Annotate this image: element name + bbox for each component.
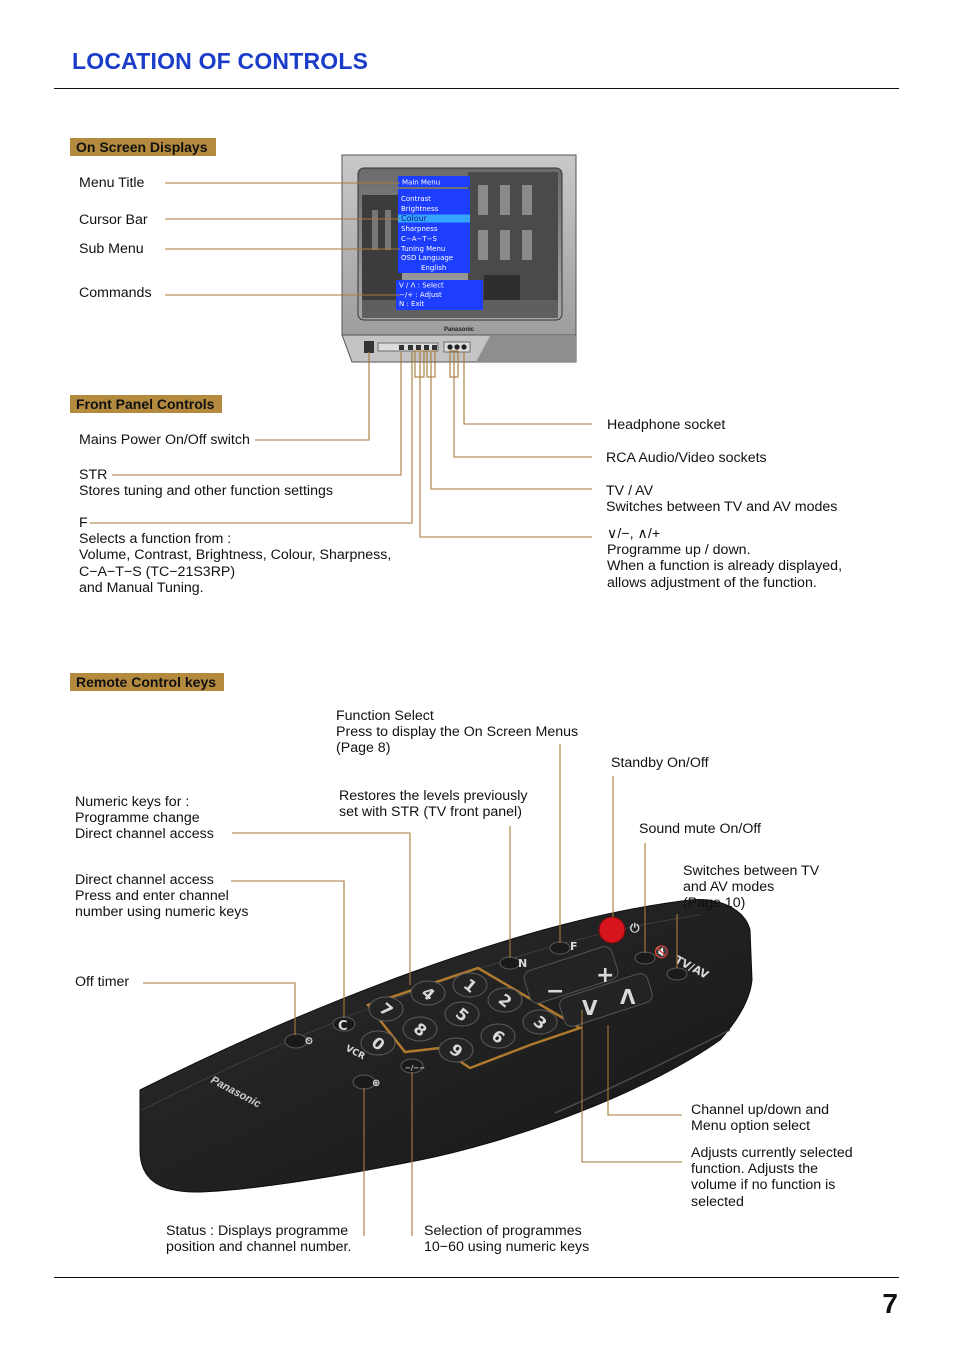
osd-command: −/+ : Adjust <box>399 291 442 299</box>
label-status: Status : Displays programme position and… <box>166 1223 352 1256</box>
rca-socket-icon <box>447 344 453 350</box>
label-standby: Standby On/Off <box>611 755 709 771</box>
front-leaders <box>90 350 592 538</box>
digit-key-6[interactable] <box>480 1023 516 1049</box>
label-rca: RCA Audio/Video sockets <box>606 450 767 466</box>
remote-leaders <box>143 744 682 1236</box>
function-key[interactable] <box>549 941 571 955</box>
osd-command: V / Λ : Select <box>399 282 444 290</box>
section-remote: Remote Control keys <box>70 673 225 691</box>
tv-brand: Panasonic <box>444 327 475 333</box>
osd-item: C−A−T−S <box>401 235 438 243</box>
standby-icon: ⏻ <box>630 921 640 935</box>
osd-title-bar <box>398 176 470 187</box>
footer-rule <box>54 1277 899 1278</box>
digit-key-7[interactable] <box>368 996 404 1022</box>
mute-icon: 🔇 <box>654 945 669 959</box>
status-icon: ⊕ <box>372 1078 380 1089</box>
osd-leaders <box>165 182 400 296</box>
osd-cursor-bar <box>398 214 470 223</box>
plus-key-label: + <box>596 963 614 988</box>
label-headphone: Headphone socket <box>607 417 726 433</box>
mute-key[interactable] <box>634 951 656 965</box>
osd-command: N : Exit <box>399 300 425 308</box>
tv-illustration: Main Menu Contrast Brightness Colour Sha… <box>341 154 577 363</box>
label-numeric: Numeric keys for : Programme change Dire… <box>75 794 214 843</box>
dash-key-label: −/−− <box>405 1064 425 1072</box>
osd-item: Tuning Menu <box>400 245 445 253</box>
label-adjusts: Adjusts currently selected function. Adj… <box>691 1145 853 1210</box>
digit-key-2[interactable] <box>487 987 523 1013</box>
osd-item: Brightness <box>401 205 439 213</box>
digit-key-8[interactable] <box>402 1016 438 1042</box>
label-channel-updown: Channel up/down and Menu option select <box>691 1102 830 1135</box>
osd-item: English <box>421 264 446 272</box>
normalise-key[interactable] <box>499 956 521 970</box>
f-key-label: F <box>570 940 578 953</box>
osd-submenu-box <box>398 189 470 273</box>
label-cursor-bar: Cursor Bar <box>79 212 148 228</box>
up-key-label: Λ <box>620 985 636 1009</box>
label-tvav: TV / AV Switches between TV and AV modes <box>606 483 838 516</box>
section-osd: On Screen Displays <box>70 138 216 156</box>
label-selection: Selection of programmes 10−60 using nume… <box>424 1223 590 1256</box>
digit-key-9[interactable] <box>438 1037 474 1063</box>
label-prog: ∨/−, ∧/+ Programme up / down. When a fun… <box>607 526 843 591</box>
label-commands: Commands <box>79 285 152 301</box>
label-restores: Restores the levels previously set with … <box>339 788 528 821</box>
label-menu-title: Menu Title <box>79 175 145 191</box>
label-f: F Selects a function from : Volume, Cont… <box>79 515 392 596</box>
label-str: STR Stores tuning and other function set… <box>79 467 333 500</box>
osd-item: Colour <box>401 214 428 223</box>
label-sound-mute: Sound mute On/Off <box>639 821 761 837</box>
label-mains: Mains Power On/Off switch <box>79 432 250 448</box>
osd-item: Contrast <box>401 195 431 203</box>
osd-commands-box <box>396 280 483 310</box>
standby-key[interactable] <box>598 916 626 944</box>
digit-key-1[interactable] <box>452 972 488 998</box>
down-key-label: V <box>582 996 598 1020</box>
headphone-socket-icon <box>461 344 467 350</box>
digit-key-5[interactable] <box>444 1001 480 1027</box>
rca-socket-icon <box>454 344 460 350</box>
label-sub-menu: Sub Menu <box>79 241 144 257</box>
page-title: LOCATION OF CONTROLS <box>72 48 369 74</box>
section-front: Front Panel Controls <box>70 395 223 413</box>
off-timer-key[interactable] <box>284 1033 308 1049</box>
label-function-select: Function Select Press to display the On … <box>336 708 579 757</box>
c-key-label: C <box>338 1019 348 1034</box>
header-rule <box>54 88 899 89</box>
timer-icon: ⏲ <box>305 1036 313 1047</box>
osd-menu-title: Main Menu <box>402 179 440 187</box>
digit-key-0[interactable] <box>360 1030 396 1056</box>
mains-switch-icon <box>364 341 374 353</box>
digit-key-3[interactable] <box>522 1009 558 1035</box>
label-direct-channel: Direct channel access Press and enter ch… <box>75 872 249 921</box>
osd-item: Sharpness <box>401 225 438 233</box>
page-number: 7 <box>882 1288 898 1319</box>
label-off-timer: Off timer <box>75 974 130 990</box>
n-key-label: N <box>518 957 527 970</box>
label-switch-tvav: Switches between TV and AV modes (Page 1… <box>683 863 820 912</box>
osd-item: OSD Language <box>401 254 453 262</box>
digit-key-4[interactable] <box>410 980 446 1006</box>
minus-key-label: − <box>546 979 564 1004</box>
